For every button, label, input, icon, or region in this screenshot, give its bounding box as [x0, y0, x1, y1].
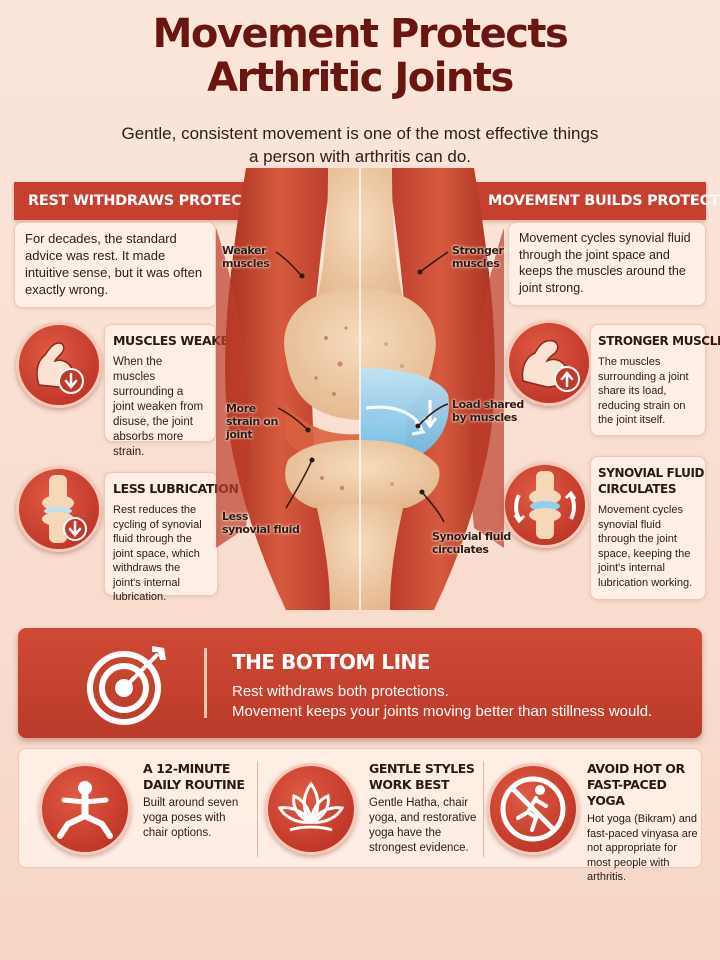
page-subtitle: Gentle, consistent movement is one of th…	[60, 122, 660, 168]
callout-fluid-circulates: Synovial fluid circulates	[432, 530, 511, 556]
callout-less-synovial: Less synovial fluid	[222, 510, 300, 536]
callout-line: circulates	[432, 543, 489, 556]
card-body: When the muscles surrounding a joint wea…	[113, 356, 204, 458]
callout-line: muscles	[452, 257, 500, 270]
callout-line: by muscles	[452, 411, 518, 424]
bottom-line-banner: THE BOTTOM LINE Rest withdraws both prot…	[18, 628, 702, 738]
left-intro-text: For decades, the standard advice was res…	[25, 231, 203, 297]
yoga-pose-icon	[39, 763, 131, 855]
subtitle-line-2: a person with arthritis can do.	[248, 147, 472, 166]
card-stronger-muscles: STRONGER MUSCLES The muscles surrounding…	[590, 324, 720, 436]
tip-title-line-1: AVOID HOT OR	[587, 761, 685, 776]
right-intro-text: Movement cycles synovial fluid through t…	[519, 231, 691, 295]
callout-line: strain on	[226, 415, 278, 428]
tip-divider	[257, 761, 258, 857]
tip-title-line-2: DAILY ROUTINE	[143, 777, 245, 792]
callout-line: muscles	[222, 257, 270, 270]
knee-joint-circulation-icon	[502, 462, 588, 548]
callout-line: joint	[226, 428, 253, 441]
no-running-icon	[487, 763, 579, 855]
callout-line: Stronger	[452, 244, 504, 257]
card-muscles-weaken: MUSCLES WEAKEN When the muscles surround…	[104, 324, 239, 458]
callout-line: Synovial fluid	[432, 530, 511, 543]
callout-weaker-muscles: Weaker muscles	[222, 244, 270, 270]
title-line-2: Arthritic Joints	[207, 55, 514, 101]
card-title-line-2: CIRCULATES	[598, 482, 677, 496]
tip-avoid-hot-yoga: AVOID HOT OR FAST-PACED YOGA Hot yoga (B…	[587, 761, 699, 885]
knee-diagram	[216, 168, 504, 610]
card-body: Movement cycles synovial fluid through t…	[598, 504, 693, 589]
callout-line: More	[226, 402, 256, 415]
callout-stronger-muscles: Stronger muscles	[452, 244, 504, 270]
card-body: Rest reduces the cycling of synovial flu…	[113, 504, 202, 603]
left-banner: REST WITHDRAWS PROTECTION	[14, 182, 280, 220]
tip-title-line-1: GENTLE STYLES	[369, 761, 475, 776]
callout-line: Weaker	[222, 244, 267, 257]
card-title: LESS LUBRICATION	[113, 481, 239, 496]
title-line-1: Movement Protects	[152, 11, 569, 57]
tip-body: Gentle Hatha, chair yoga, and restorativ…	[369, 797, 477, 854]
tips-panel: A 12-MINUTE DAILY ROUTINE Built around s…	[18, 748, 702, 883]
banner-divider	[204, 648, 207, 718]
callout-more-strain: More strain on joint	[226, 402, 278, 441]
tip-gentle-styles: GENTLE STYLES WORK BEST Gentle Hatha, ch…	[369, 761, 481, 856]
lotus-icon	[265, 763, 357, 855]
right-intro-panel: Movement cycles synovial fluid through t…	[508, 222, 706, 306]
tip-title-line-2: WORK BEST	[369, 777, 450, 792]
strong-arm-up-arrow-icon	[506, 320, 592, 406]
callout-line: synovial fluid	[222, 523, 300, 536]
callout-load-shared: Load shared by muscles	[452, 398, 524, 424]
subtitle-line-1: Gentle, consistent movement is one of th…	[121, 124, 599, 143]
tip-title-line-1: A 12-MINUTE	[143, 761, 230, 776]
bottom-line-text-1: Rest withdraws both protections.	[232, 683, 449, 700]
knee-joint-down-arrow-icon	[16, 466, 102, 552]
card-body: The muscles surrounding a joint share it…	[598, 356, 689, 426]
callout-line: Less	[222, 510, 248, 523]
card-title-line-1: SYNOVIAL FLUID	[598, 466, 705, 480]
tip-title-line-2: FAST-PACED YOGA	[587, 777, 667, 808]
target-arrow-icon	[82, 640, 172, 730]
card-synovial-fluid: SYNOVIAL FLUID CIRCULATES Movement cycle…	[590, 456, 706, 600]
tip-divider	[483, 761, 484, 857]
tip-daily-routine: A 12-MINUTE DAILY ROUTINE Built around s…	[143, 761, 253, 841]
bottom-line-title: THE BOTTOM LINE	[232, 650, 430, 674]
card-title: MUSCLES WEAKEN	[113, 333, 239, 348]
left-intro-panel: For decades, the standard advice was res…	[14, 222, 216, 308]
bottom-line-text-2: Movement keeps your joints moving better…	[232, 703, 653, 720]
right-banner: MOVEMENT BUILDS PROTECTION	[474, 182, 720, 220]
card-less-lubrication: LESS LUBRICATION Rest reduces the cyclin…	[104, 472, 239, 603]
tip-body: Built around seven yoga poses with chair…	[143, 797, 239, 839]
tip-body: Hot yoga (Bikram) and fast-paced vinyasa…	[587, 813, 698, 883]
weak-arm-down-arrow-icon	[16, 322, 102, 408]
page-title: Movement Protects Arthritic Joints	[0, 12, 720, 100]
card-title: STRONGER MUSCLES	[598, 334, 720, 348]
callout-line: Load shared	[452, 398, 524, 411]
